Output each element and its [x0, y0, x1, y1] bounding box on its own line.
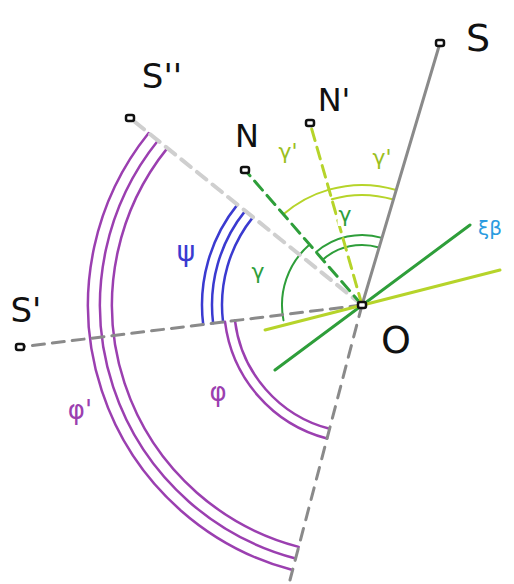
angle-arc: [329, 185, 396, 190]
ray-line: [362, 43, 440, 305]
normal-line: [245, 170, 362, 305]
angle-label: γ: [337, 204, 352, 226]
angle-arc: [235, 321, 330, 429]
point-label: S': [10, 293, 43, 327]
angle-label: γ: [250, 261, 265, 283]
angle-arc: [332, 195, 394, 200]
angle-label: φ': [67, 397, 93, 423]
point-marker: [358, 302, 366, 308]
normal-line: [310, 123, 362, 305]
angle-arc: [212, 211, 245, 323]
point-marker: [436, 40, 444, 46]
angle-arc: [316, 235, 382, 252]
angle-arc: [202, 205, 237, 325]
point-marker: [241, 167, 249, 173]
surface-line: [275, 225, 470, 370]
angle-arc: [283, 190, 329, 215]
point-label: N': [317, 84, 352, 116]
point-label: N: [234, 120, 260, 152]
angle-label: ξβ: [477, 218, 503, 238]
ray-line: [130, 118, 362, 305]
point-label: O: [380, 321, 412, 359]
angle-arc: [222, 217, 253, 322]
ray-line: [20, 305, 362, 347]
angle-arc: [282, 245, 310, 321]
angle-label: γ': [277, 141, 298, 163]
point-marker: [306, 120, 314, 126]
angle-label: γ': [371, 147, 392, 169]
point-marker: [16, 344, 24, 350]
point-label: S: [465, 19, 491, 57]
angle-label: ψ: [176, 238, 196, 266]
angle-arc: [100, 141, 296, 559]
point-marker: [126, 115, 134, 121]
angle-arc: [88, 133, 293, 570]
angle-arc: [225, 322, 327, 439]
angle-arc: [112, 148, 299, 547]
angle-label: φ: [208, 379, 227, 405]
extension-line: [290, 305, 362, 580]
point-label: S'': [141, 59, 183, 93]
angle-arc: [323, 245, 379, 260]
